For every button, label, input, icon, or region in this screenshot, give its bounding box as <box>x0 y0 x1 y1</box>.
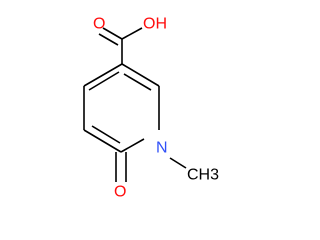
bond-c3-c4-inner <box>88 71 120 91</box>
bond-c-o-double-b <box>98 33 119 46</box>
bond-c-o-double-a <box>102 27 123 40</box>
bond-c3-c4 <box>83 63 123 87</box>
atom-label-o-ring: O <box>114 184 126 201</box>
bond-c5-c6-inner <box>91 125 121 144</box>
bonds <box>83 27 187 182</box>
bond-c2-c3-outer <box>121 63 160 87</box>
structure-diagram: OH O N CH3 O <box>83 16 219 201</box>
atom-label-oh: OH <box>143 16 167 33</box>
bond-c5-c6 <box>83 129 122 153</box>
atom-label-o-acid: O <box>93 16 105 33</box>
atom-label-n: N <box>156 140 168 157</box>
atom-labels: OH O N CH3 O <box>93 16 219 201</box>
bond-c2-c3-inner <box>123 73 152 91</box>
bond-c-oh <box>121 27 143 40</box>
bond-c6-n1 <box>120 138 145 153</box>
bond-n-ch3 <box>169 157 187 169</box>
atom-label-ch3: CH3 <box>187 167 219 184</box>
